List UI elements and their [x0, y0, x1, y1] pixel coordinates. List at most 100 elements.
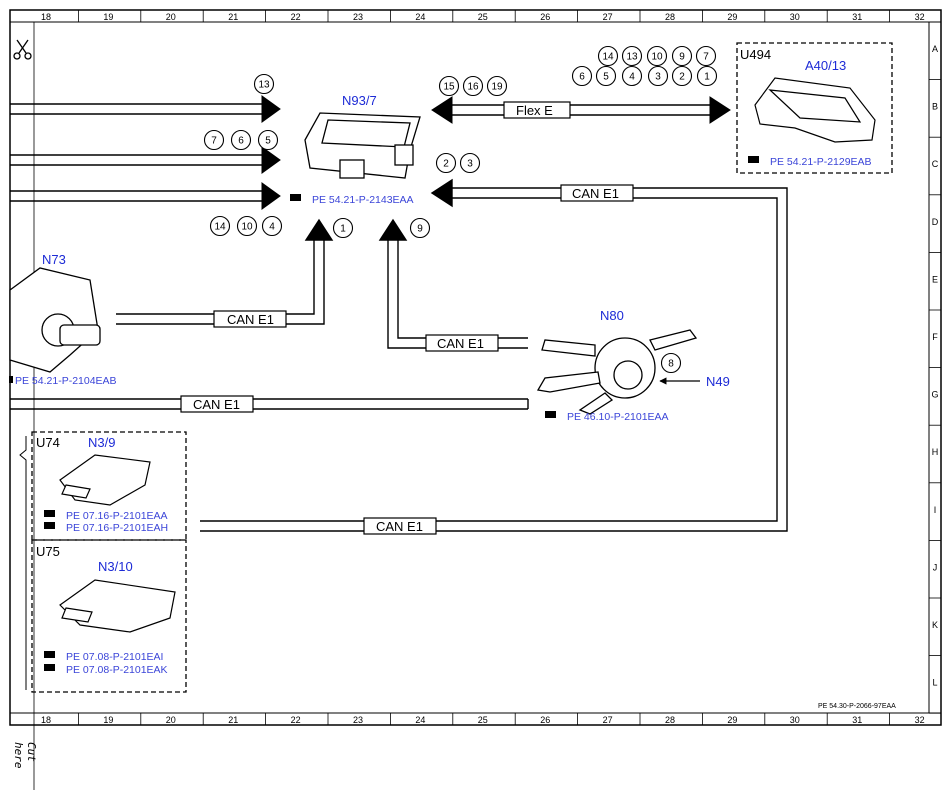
pin-circle: 10: [236, 215, 258, 237]
grid-column-number: 20: [166, 715, 176, 725]
n3-10-ref-2: PE 07.08-P-2101EAK: [66, 664, 168, 676]
n3-10-code: N3/10: [98, 559, 133, 574]
n3-10-ref-1: PE 07.08-P-2101EAI: [66, 651, 163, 663]
grid-column-number: 19: [103, 715, 113, 725]
grid-column-number: 29: [727, 12, 737, 22]
svg-text:6: 6: [238, 136, 244, 147]
grid-column-number: 32: [915, 12, 925, 22]
pointer-icon: [44, 522, 55, 529]
n49-code: N49: [706, 374, 730, 389]
pin-circle: 16: [462, 75, 484, 97]
svg-text:1: 1: [704, 72, 710, 83]
pointer-icon: [44, 651, 55, 658]
can-bottom-line: [10, 398, 529, 410]
can-n80-line: [378, 218, 528, 349]
pin-circle: 1: [332, 217, 354, 239]
svg-text:15: 15: [443, 82, 455, 93]
svg-text:4: 4: [269, 222, 275, 233]
grid-column-number: 22: [291, 12, 301, 22]
pointer-icon: [290, 194, 301, 201]
svg-text:7: 7: [211, 136, 217, 147]
grid-column-number: 29: [727, 715, 737, 725]
grid-column-number: 26: [540, 715, 550, 725]
n3-9-ref-1: PE 07.16-P-2101EAA: [66, 510, 168, 522]
n80-code: N80: [600, 308, 624, 323]
pin-circle: 2: [671, 65, 693, 87]
svg-text:6: 6: [579, 72, 585, 83]
svg-text:4: 4: [629, 72, 635, 83]
can-n73-line: [116, 218, 334, 325]
grid-column-number: 26: [540, 12, 550, 22]
pin-circle: 1: [696, 65, 718, 87]
n73-code: N73: [42, 252, 66, 267]
can-mid-box: [363, 517, 437, 535]
doc-reference: PE 54.30-P-2066-97EAA: [818, 703, 896, 710]
svg-text:8: 8: [668, 359, 674, 370]
grid-column-number: 32: [915, 715, 925, 725]
u75-group: [31, 539, 187, 693]
pin-circle: 5: [595, 65, 617, 87]
can-n73-label: CAN E1: [227, 312, 274, 327]
can-right-label: CAN E1: [572, 186, 619, 201]
grid-column-number: 20: [166, 12, 176, 22]
n3-9-ref-2: PE 07.16-P-2101EAH: [66, 522, 168, 534]
pin-circle: 14: [209, 215, 231, 237]
pin-circle: 5: [257, 129, 279, 151]
grid-column-number: 30: [790, 12, 800, 22]
can-n73-box: [213, 310, 287, 328]
grid-row-letter: I: [934, 505, 937, 515]
grid-column-number: 25: [478, 12, 488, 22]
u75-label: U75: [36, 544, 60, 559]
svg-text:9: 9: [417, 224, 423, 235]
pin-circle: 7: [203, 129, 225, 151]
grid-column-number: 24: [415, 715, 425, 725]
flex-e-label: Flex E: [516, 103, 553, 118]
svg-text:13: 13: [626, 52, 638, 63]
pin-circle: 10: [646, 45, 668, 67]
n73-ref: PE 54.21-P-2104EAB: [15, 375, 117, 387]
svg-text:16: 16: [467, 82, 479, 93]
group-brace: [19, 436, 27, 690]
grid-row-letter: D: [932, 217, 939, 227]
grid-column-number: 24: [415, 12, 425, 22]
n93-7-module: [304, 112, 421, 179]
cut-here-label: Cut here: [12, 742, 38, 769]
scissors-icon: [13, 39, 32, 60]
can-n80-box: [425, 334, 499, 352]
can-right-box: [560, 184, 634, 202]
svg-text:3: 3: [655, 72, 661, 83]
svg-text:13: 13: [258, 80, 270, 91]
grid-column-number: 19: [103, 12, 113, 22]
flex-e-bus: [431, 96, 731, 124]
grid-column-number: 28: [665, 12, 675, 22]
grid-column-number: 31: [852, 715, 862, 725]
grid-column-number: 23: [353, 715, 363, 725]
svg-text:5: 5: [265, 136, 271, 147]
svg-text:10: 10: [651, 52, 663, 63]
grid-row-letter: E: [932, 274, 938, 284]
grid-row-letter: B: [932, 102, 938, 112]
svg-text:14: 14: [214, 222, 226, 233]
svg-text:7: 7: [703, 52, 709, 63]
grid-row-letter: K: [932, 620, 938, 630]
pin-circle: 19: [486, 75, 508, 97]
grid-column-number: 27: [603, 12, 613, 22]
u74-label: U74: [36, 435, 60, 450]
grid-row-letter: A: [932, 44, 938, 54]
svg-text:19: 19: [491, 82, 503, 93]
pin-circle: 14: [597, 45, 619, 67]
can-n80-label: CAN E1: [437, 336, 484, 351]
pointer-icon: [44, 664, 55, 671]
grid-column-number: 23: [353, 12, 363, 22]
pin-circle: 4: [261, 215, 283, 237]
n80-module: [536, 329, 698, 415]
pointer-icon: [44, 510, 55, 517]
column-ticks: 1818191920202121222223232424252526262727…: [41, 10, 925, 725]
pointer-icon: [9, 376, 13, 383]
svg-text:2: 2: [443, 159, 449, 170]
can-right-line: [200, 178, 788, 532]
can-mid-label: CAN E1: [376, 519, 423, 534]
n80-ref: PE 46.10-P-2101EAA: [567, 411, 669, 423]
